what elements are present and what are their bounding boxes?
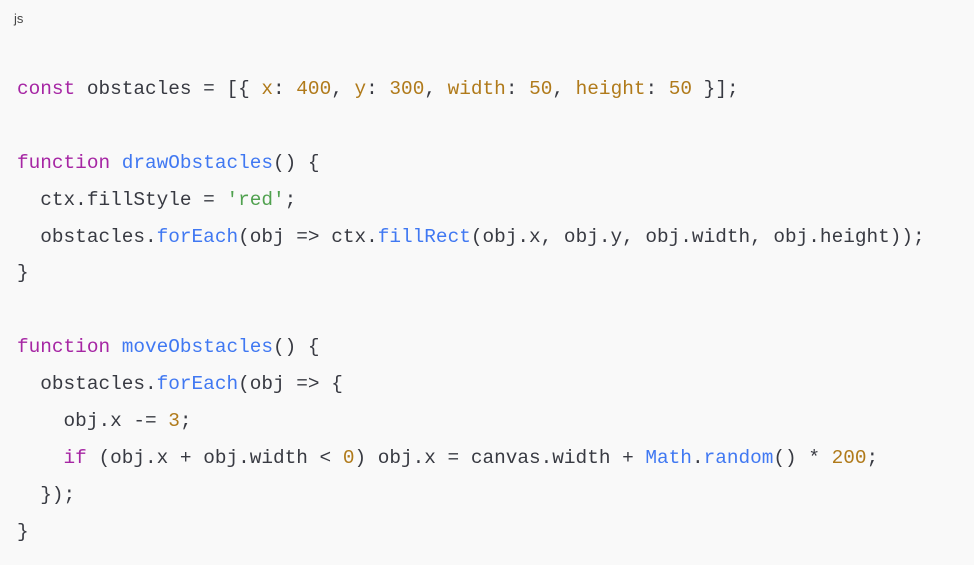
code-language-label: js	[14, 11, 24, 26]
property-token: x	[261, 78, 274, 100]
keyword-token: function	[17, 336, 111, 359]
string-token: 'red'	[226, 188, 285, 211]
function-token: forEach	[156, 373, 239, 396]
text-token: (obj.x + obj.width <	[86, 446, 343, 469]
text-token: () *	[773, 446, 832, 469]
property-token: width	[447, 78, 506, 100]
text-token: }	[17, 520, 29, 543]
code-line: obstacles.forEach(obj => ctx.fillRect(ob…	[17, 219, 925, 256]
text-token: ;	[284, 188, 297, 211]
text-token: obj.x -=	[17, 410, 169, 433]
code-line: }	[17, 255, 925, 292]
code-line: function moveObstacles() {	[17, 329, 925, 366]
text-token: () {	[273, 336, 320, 359]
function-token: Math	[645, 446, 692, 469]
text-token: obstacles = [{	[75, 78, 262, 100]
text-token	[17, 447, 64, 469]
text-token: ;	[866, 446, 879, 469]
text-token: ,	[331, 78, 355, 100]
function-token: moveObstacles	[121, 336, 274, 359]
number-token: 300	[389, 78, 425, 100]
text-token: }	[17, 262, 29, 285]
text-token: ,	[424, 78, 448, 100]
text-token: ;	[179, 410, 192, 433]
text-token: :	[505, 78, 530, 100]
blank-line	[17, 108, 925, 145]
text-token: (obj => {	[238, 373, 343, 396]
function-token: drawObstacles	[121, 151, 274, 174]
text-token: () {	[273, 151, 320, 174]
number-token: 400	[296, 78, 332, 100]
number-token: 50	[529, 78, 553, 100]
number-token: 50	[668, 78, 693, 100]
number-token: 200	[831, 446, 867, 469]
text-token: });	[17, 483, 76, 506]
text-token: .	[691, 446, 704, 469]
keyword-token: const	[17, 78, 76, 100]
function-token: forEach	[156, 225, 239, 248]
text-token: ,	[552, 78, 576, 100]
code-line: if (obj.x + obj.width < 0) obj.x = canva…	[17, 440, 925, 477]
text-token	[110, 152, 122, 174]
text-token: ctx.fillStyle =	[17, 188, 227, 211]
text-token: obstacles.	[17, 373, 157, 396]
code-line: });	[17, 477, 925, 514]
code-line: }	[17, 514, 925, 551]
text-token	[110, 336, 122, 358]
text-token: :	[645, 78, 669, 100]
keyword-token: if	[63, 446, 87, 469]
property-token: y	[354, 78, 367, 100]
keyword-token: function	[17, 151, 111, 174]
function-token: fillRect	[377, 225, 471, 248]
code-line: function drawObstacles() {	[17, 145, 925, 182]
code-line: obj.x -= 3;	[17, 403, 925, 440]
text-token: :	[366, 78, 390, 100]
text-token: ) obj.x = canvas.width +	[354, 446, 646, 469]
text-token: obstacles.	[17, 225, 157, 248]
code-line: ctx.fillStyle = 'red';	[17, 182, 925, 219]
property-token: height	[575, 78, 646, 100]
text-token: }];	[692, 78, 739, 100]
number-token: 3	[168, 410, 180, 433]
function-token: random	[703, 446, 774, 469]
text-token: :	[273, 78, 297, 100]
code-line: const obstacles = [{ x: 400, y: 300, wid…	[17, 71, 925, 108]
code-block: const obstacles = [{ x: 400, y: 300, wid…	[17, 71, 925, 551]
text-token: (obj => ctx.	[238, 225, 378, 248]
text-token: (obj.x, obj.y, obj.width, obj.height));	[470, 225, 925, 248]
number-token: 0	[342, 446, 355, 469]
blank-line	[17, 292, 925, 329]
code-line: obstacles.forEach(obj => {	[17, 366, 925, 403]
